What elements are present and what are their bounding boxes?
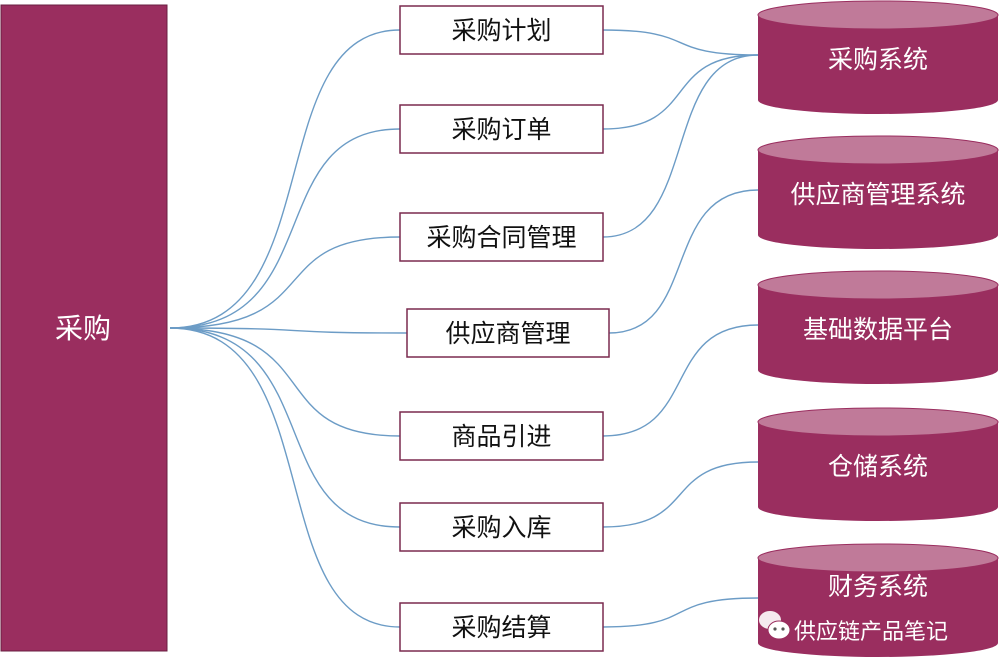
system-cylinder: 财务系统	[757, 543, 999, 657]
module-box	[399, 5, 604, 55]
system-label: 采购系统	[828, 45, 928, 74]
system-cylinder: 仓储系统	[757, 407, 999, 521]
wechat-icon	[759, 611, 791, 640]
connector-root-to-module	[169, 236, 401, 329]
system-label: 财务系统	[828, 572, 928, 601]
connector-module-to-system	[602, 54, 759, 238]
connectors	[169, 29, 759, 628]
system-label: 基础数据平台	[803, 315, 953, 344]
system-cylinder: 基础数据平台	[757, 270, 999, 384]
connector-module-to-system	[602, 597, 759, 628]
root-block	[0, 4, 168, 652]
module-label: 采购合同管理	[426, 223, 576, 252]
module-label: 供应商管理	[445, 319, 570, 348]
module-box	[399, 411, 604, 461]
watermark-text: 供应链产品笔记	[794, 620, 948, 645]
module-label: 采购结算	[451, 613, 551, 642]
connector-module-to-system	[602, 461, 759, 528]
module-box	[399, 104, 604, 154]
module-label: 商品引进	[451, 422, 551, 451]
module-box	[399, 502, 604, 552]
connector-root-to-module	[169, 327, 401, 528]
connector-root-to-module	[169, 327, 401, 628]
connector-module-to-system	[602, 54, 759, 130]
module-label: 采购计划	[451, 16, 551, 45]
connector-root-to-module	[169, 128, 401, 329]
connector-root-to-module	[169, 327, 401, 437]
connector-module-to-system	[602, 29, 759, 56]
connector-module-to-system	[608, 189, 759, 334]
watermark: 供应链产品笔记	[759, 611, 948, 645]
system-cylinder: 采购系统	[757, 0, 999, 114]
module-label: 采购订单	[451, 115, 551, 144]
module-box	[406, 308, 610, 358]
module-box	[399, 602, 604, 652]
system-cylinder: 供应商管理系统	[757, 135, 999, 249]
root-label: 采购	[55, 312, 111, 345]
system-label: 供应商管理系统	[790, 180, 965, 209]
connector-root-to-module	[169, 29, 401, 329]
module-box	[399, 212, 604, 262]
module-label: 采购入库	[451, 513, 551, 542]
system-label: 仓储系统	[828, 452, 928, 481]
connector-root-to-module	[169, 327, 408, 334]
connector-module-to-system	[602, 324, 759, 437]
